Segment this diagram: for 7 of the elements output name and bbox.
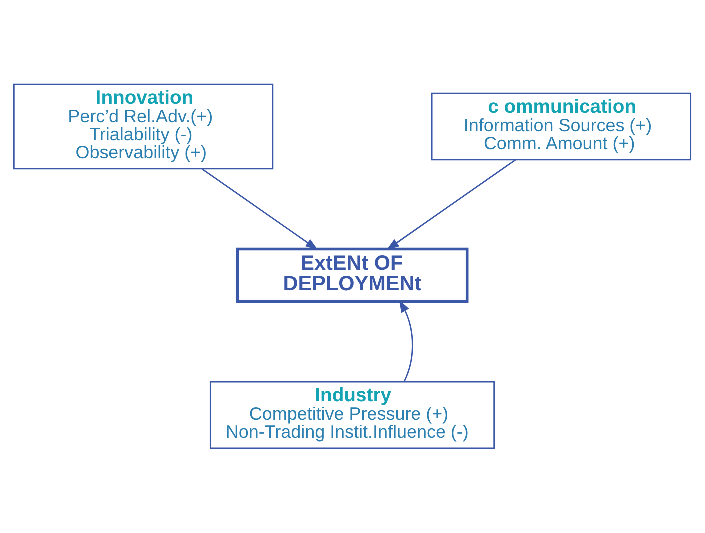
arrow	[386, 160, 516, 250]
node-box: ExtENt OF DEPLOYMENt	[236, 248, 469, 304]
arrow	[399, 300, 414, 382]
node-box: Industry Competitive Pressure (+) Non-Trading Instit.Influence (-)	[210, 381, 496, 450]
arrow	[202, 168, 318, 250]
node-box: c ommunication Information Sources (+) Comm. Amount (+)	[431, 92, 692, 161]
node-box: Innovation Perc’d Rel.Adv.(+) Trialability (-) Observability (+)	[13, 84, 274, 170]
